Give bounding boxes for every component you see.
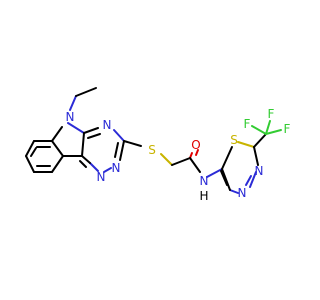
bond (103, 167, 112, 173)
atom-thioether-s: S (148, 143, 156, 157)
bond (87, 133, 101, 139)
bond (195, 149, 199, 156)
molecule-diagram: N N N N S O N H S N N F F F (25, 87, 291, 203)
atom-triazine-n1: N (103, 118, 112, 132)
bond (75, 87, 97, 97)
bond (189, 157, 201, 173)
bond (265, 120, 271, 135)
bond (160, 153, 173, 166)
atom-fluorine-3: F (284, 122, 291, 136)
bond (51, 140, 64, 157)
bond (113, 129, 125, 142)
bond (51, 155, 64, 173)
bond (221, 168, 231, 191)
bond (67, 122, 85, 134)
atom-thiadiazole-n2: N (238, 186, 247, 200)
bond (245, 175, 252, 186)
bond (51, 126, 63, 142)
bond (79, 160, 87, 168)
atom-thiadiazole-n1: N (255, 164, 264, 178)
bond (220, 170, 228, 186)
bonds (25, 87, 282, 194)
bond (171, 157, 191, 166)
structure-svg: N N N N S O N H S N N F F F (25, 87, 291, 203)
bond (253, 133, 267, 148)
bond (265, 129, 282, 135)
bond (114, 142, 119, 158)
bond (119, 140, 125, 161)
atom-amide-h: H (199, 189, 208, 203)
bond (69, 95, 77, 111)
atom-carbonyl-o: O (191, 138, 200, 152)
atom-indole-n: N (66, 110, 75, 124)
bond (237, 141, 255, 148)
bond (25, 140, 35, 157)
bond (30, 147, 37, 157)
bond (123, 140, 142, 147)
atom-fluorine-2: F (244, 117, 251, 131)
bond (251, 125, 267, 135)
bond (83, 127, 99, 134)
bond (249, 171, 257, 188)
atom-labels: N N N N S O N H S N N F F F (66, 107, 291, 203)
atom-fluorine-1: F (268, 107, 275, 121)
atom-thiadiazole-s: S (230, 133, 238, 147)
atom-triazine-n2: N (112, 161, 121, 175)
bond (81, 155, 91, 164)
bond (229, 189, 239, 194)
bond (81, 132, 85, 157)
atom-amide-n: N (200, 174, 209, 188)
bond (253, 146, 259, 166)
bond (221, 146, 233, 170)
bond (25, 155, 35, 173)
bond (89, 162, 99, 172)
atom-triazine-n3: N (97, 170, 106, 184)
bond (206, 168, 223, 178)
